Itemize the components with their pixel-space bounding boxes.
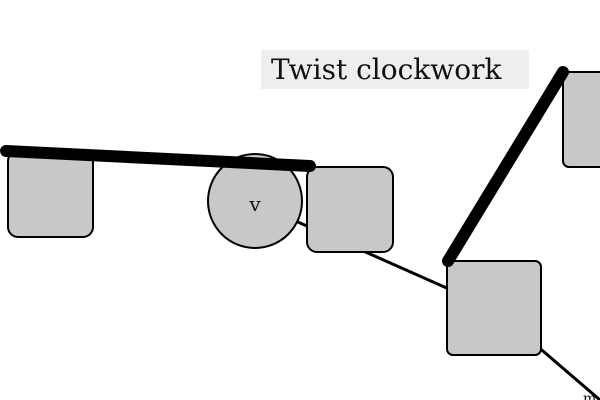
rod[interactable] xyxy=(0,145,316,172)
block[interactable] xyxy=(446,260,542,356)
block[interactable] xyxy=(562,71,600,168)
rod[interactable] xyxy=(442,66,569,267)
block[interactable] xyxy=(306,166,394,253)
block[interactable] xyxy=(7,150,94,238)
circle-node[interactable] xyxy=(207,153,303,249)
level-title-box: Twist clockwork xyxy=(261,50,529,89)
node-label-m: m xyxy=(583,391,596,400)
level-title: Twist clockwork xyxy=(271,53,502,86)
node-label-v: v xyxy=(248,192,261,216)
